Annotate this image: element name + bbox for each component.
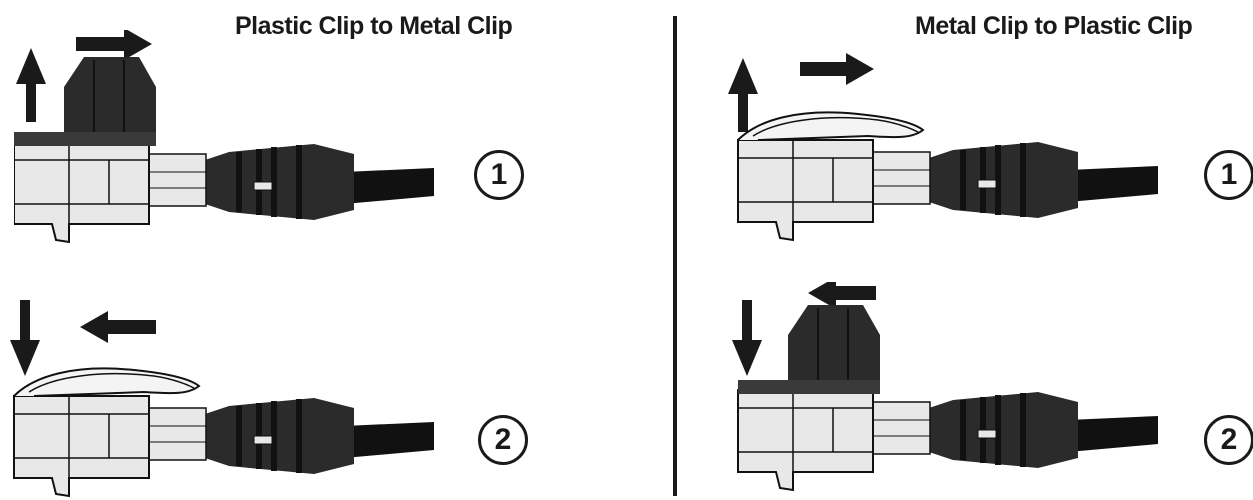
- diagram-plastic-to-metal-step-2: [10, 300, 476, 500]
- arrow-right-icon: [800, 53, 874, 85]
- diagram-plastic-to-metal-step-1: [14, 30, 484, 250]
- step-number-badge: 2: [1204, 415, 1253, 465]
- arrow-right-icon: [76, 30, 152, 60]
- step-number-badge: 2: [478, 415, 528, 465]
- arrow-down-icon: [10, 300, 40, 376]
- arrow-left-icon: [80, 311, 156, 343]
- arrow-up-icon: [728, 58, 758, 132]
- arrow-left-icon: [808, 282, 876, 309]
- plastic-clip: [737, 304, 881, 395]
- metal-clip: [737, 111, 924, 141]
- step-number-badge: 1: [1204, 150, 1253, 200]
- arrow-up-icon: [16, 48, 46, 122]
- panel-title-metal-to-plastic: Metal Clip to Plastic Clip: [915, 12, 1193, 40]
- panel-title-plastic-to-metal: Plastic Clip to Metal Clip: [235, 12, 513, 40]
- metal-clip: [13, 367, 200, 397]
- diagram-metal-to-plastic-step-2: [732, 282, 1198, 499]
- panel-divider: [673, 16, 677, 496]
- arrow-down-icon: [732, 300, 762, 376]
- diagram-metal-to-plastic-step-1: [728, 53, 1196, 264]
- step-number-badge: 1: [474, 150, 524, 200]
